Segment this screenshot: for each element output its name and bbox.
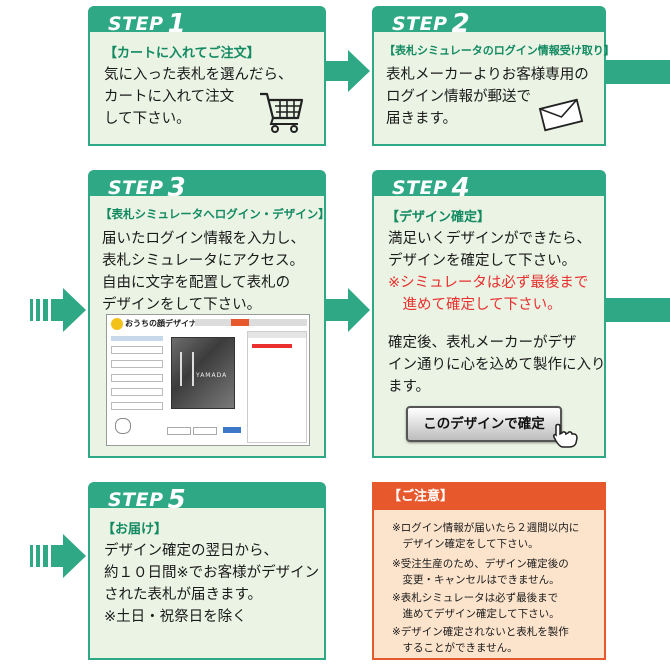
simulator-form [111, 333, 163, 441]
step-2-heading: 【表札シミュレータのログイン情報受け取り】 [384, 42, 615, 58]
step-4-warning: ※シミュレータは必ず最後まで 進めて確定して下さい。 [388, 272, 588, 316]
step-4-body-after: 確定後、表札メーカーがデザ イン通りに心を込めて製作に入り ます。 [388, 332, 606, 398]
notice-item: ※デザイン確定されないと表札を製作 することができません。 [392, 624, 569, 656]
step-4-heading: 【デザイン確定】 [386, 206, 490, 225]
step-4-body: 満足いくデザインができたら、 デザインを確定して下さい。 [388, 228, 591, 272]
simulator-buttons [167, 427, 245, 433]
step-5-body: デザイン確定の翌日から、 約１０日間※でお客様がデザイン された表札が届きます。… [104, 540, 319, 628]
step-4-card: 【デザイン確定】 満足いくデザインができたら、 デザインを確定して下さい。 ※シ… [372, 194, 606, 458]
arrow-right-icon [326, 288, 372, 332]
step-1-card: 【カートに入れてご注文】 気に入った表札を選んだら、 カートに入れて注文 して下… [88, 30, 326, 146]
step-3-card: 【表札シミュレータへログイン・デザイン】 届いたログイン情報を入力し、 表札シミ… [88, 194, 326, 458]
confirm-design-button[interactable]: このデザインで確定 [406, 406, 562, 442]
step-1-heading: 【カートに入れてご注文】 [104, 42, 260, 61]
step-3-body: 届いたログイン情報を入力し、 表札シミュレータにアクセス。 自由に文字を配置して… [102, 228, 305, 316]
envelope-icon [538, 98, 584, 132]
leading-arrow-icon [30, 534, 88, 578]
nameplate-preview: YAMADA [171, 337, 235, 409]
step-3-heading: 【表札シミュレータへログイン・デザイン】 [100, 206, 330, 222]
step-2-card: 【表札シミュレータのログイン情報受け取り】 表札メーカーよりお客様専用の ログイ… [372, 30, 606, 146]
simulator-active-tab [231, 319, 249, 326]
nameplate-kanji [180, 352, 194, 386]
trailing-arrow-icon [606, 60, 670, 84]
notice-item: ※ログイン情報が届いたら２週間以内に デザイン確定をして下さい。 [392, 520, 579, 552]
pointer-hand-icon [552, 422, 580, 448]
shopping-cart-icon [258, 90, 306, 134]
step-5-card: 【お届け】 デザイン確定の翌日から、 約１０日間※でお客様がデザイン された表札… [88, 506, 326, 660]
simulator-tabs [195, 319, 307, 326]
leading-arrow-icon [30, 288, 88, 332]
arrow-right-icon [326, 50, 372, 92]
simulator-logo [111, 318, 123, 330]
notice-title: 【ご注意】 [374, 484, 604, 510]
notice-box: 【ご注意】 ※ログイン情報が届いたら２週間以内に デザイン確定をして下さい。 ※… [372, 482, 606, 660]
notice-item: ※表札シミュレータは必ず最後まで 進めてデザイン確定して下さい。 [392, 590, 560, 622]
simulator-screenshot: おうちの顔デザイナー YAMADA [106, 314, 310, 446]
notice-item: ※受注生産のため、デザイン確定後の 変更・キャンセルはできません。 [392, 556, 569, 588]
simulator-title: おうちの顔デザイナー [125, 318, 205, 329]
step-5-heading: 【お届け】 [102, 518, 167, 537]
nameplate-text: YAMADA [196, 372, 227, 379]
simulator-side-panel [247, 331, 307, 443]
trailing-arrow-icon [606, 298, 670, 322]
